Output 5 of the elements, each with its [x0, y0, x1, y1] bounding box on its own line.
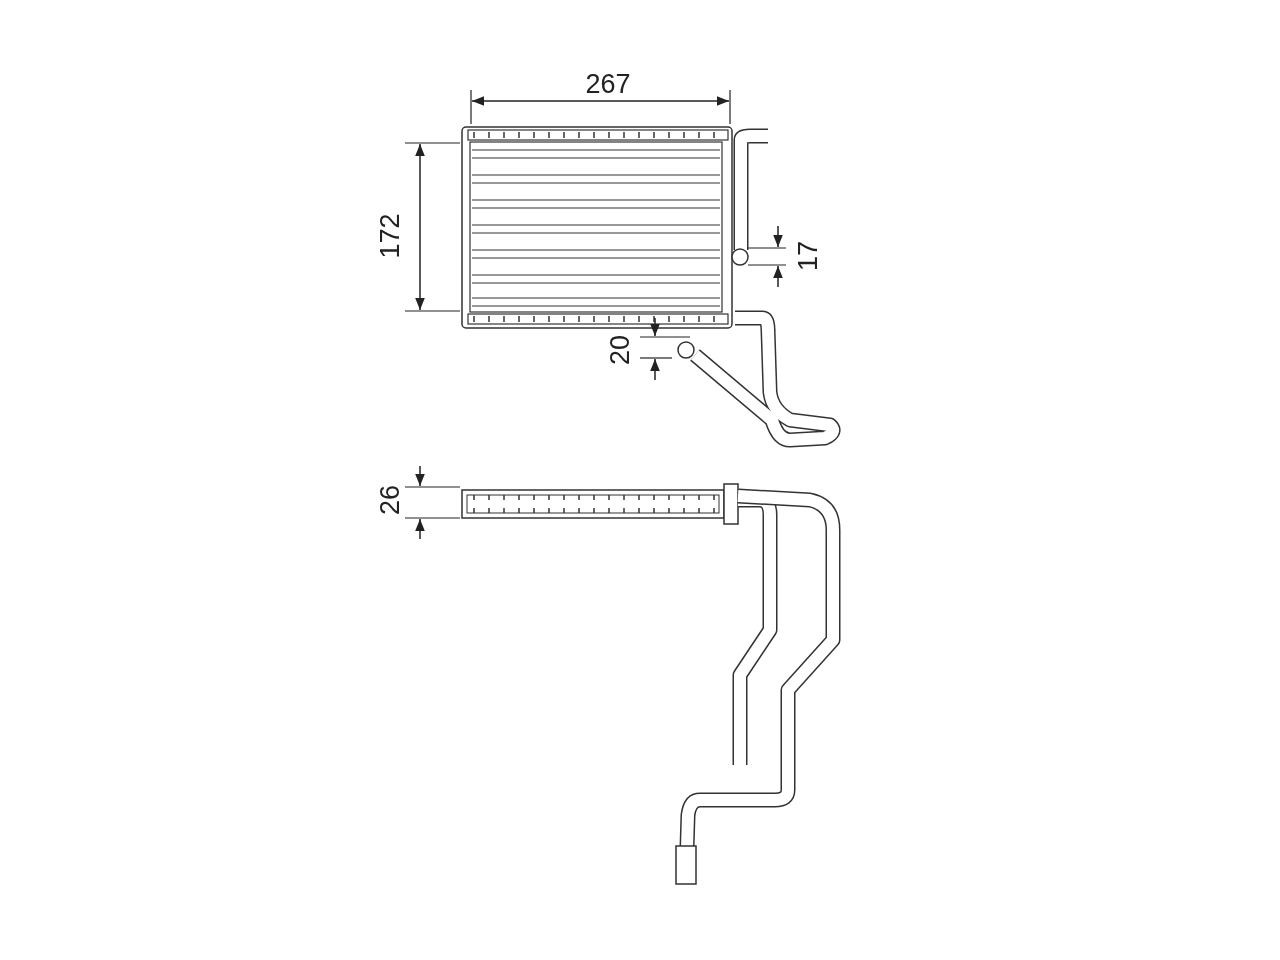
dimension-label: 20: [606, 335, 634, 365]
dimension-label: 26: [376, 485, 404, 515]
dimension-label: 172: [376, 213, 404, 259]
dimension-label: 267: [585, 70, 631, 98]
dimension-label: 17: [794, 241, 822, 271]
